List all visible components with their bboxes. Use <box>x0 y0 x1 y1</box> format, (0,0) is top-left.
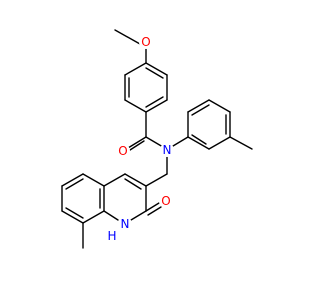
ring-nitrogen-label: N <box>121 217 130 231</box>
bond-c2-oxo-b <box>147 206 162 216</box>
quinolinone-oxygen: O <box>159 194 173 208</box>
bond-c2-oxo-a <box>145 202 160 212</box>
bond-methyl-methoxy-o <box>114 29 141 45</box>
benzo-ring <box>61 173 105 224</box>
ring-nh: N H <box>106 217 132 243</box>
bond-carbonyl-amide-n <box>145 136 164 148</box>
quinolinone-oxygen-label: O <box>161 194 170 208</box>
carbonyl-oxygen-label: O <box>118 144 127 158</box>
bond-carbonyl-double-b <box>129 140 145 151</box>
methoxy-oxygen-label: O <box>141 35 150 49</box>
amide-nitrogen: N <box>160 143 174 157</box>
ring-nh-hydrogen-label: H <box>107 229 116 243</box>
molecule-structure-diagram: O O N O N H <box>61 29 253 249</box>
bond-methylene-quinolinone <box>145 173 168 187</box>
bond-carbonyl-double-a <box>127 136 147 149</box>
carbonyl-oxygen: O <box>116 144 130 158</box>
amide-nitrogen-label: N <box>163 143 172 157</box>
methoxy-oxygen: O <box>139 35 153 49</box>
bond-tolyl-methyl <box>229 136 253 150</box>
bond-n-tolyl <box>172 136 189 147</box>
tolyl-ring <box>187 99 231 150</box>
methoxyphenyl-ring <box>124 62 168 113</box>
pyridinone-ring <box>103 173 147 221</box>
